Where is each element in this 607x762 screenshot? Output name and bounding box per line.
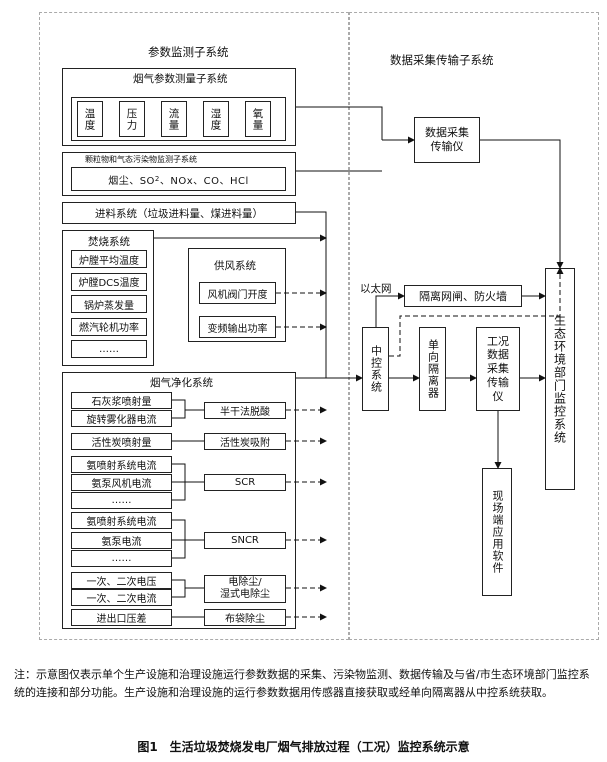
incinerator-item: 炉膛DCS温度 bbox=[71, 272, 147, 291]
param-subsystem-title: 参数监测子系统 bbox=[148, 45, 229, 59]
air-supply-item-2: 变频输出功率 bbox=[199, 316, 276, 338]
wc-dau-line-5: 仪 bbox=[492, 389, 504, 403]
purification-param-item: 氨泵风机电流 bbox=[71, 474, 172, 491]
wc-dau-line-2: 数据 bbox=[487, 348, 509, 362]
purification-param-item: 氨喷射系统电流 bbox=[71, 456, 172, 473]
dau-line-1: 数据采集 bbox=[425, 126, 469, 140]
eco-environment-monitoring-system: 生态环境部门监控系统 bbox=[545, 268, 575, 490]
particulate-items-sub: 2 bbox=[154, 175, 160, 183]
note-text: 注：示意图仅表示单个生产设施和治理设施运行参数数据的采集、污染物监测、数据传输及… bbox=[14, 668, 590, 699]
purification-param-item: 活性炭喷射量 bbox=[71, 433, 172, 450]
purification-param-item: 氨喷射系统电流 bbox=[71, 512, 172, 529]
purification-param-item: 旋转雾化器电流 bbox=[71, 410, 172, 427]
purification-param-item: 一次、二次电流 bbox=[71, 589, 172, 606]
purification-param-item: …… bbox=[71, 550, 172, 567]
purification-param-item: 氨泵电流 bbox=[71, 532, 172, 549]
flue-param-title: 烟气参数测量子系统 bbox=[133, 73, 228, 85]
ethernet-label: 以太网 bbox=[360, 283, 392, 295]
dau-to-eco-link bbox=[480, 139, 564, 269]
wc-dau-line-3: 采集 bbox=[487, 362, 509, 376]
particulate-items-suffix: 、NOx、CO、HCl bbox=[159, 175, 249, 187]
process-line: 电除尘/ bbox=[228, 576, 262, 588]
process-line: 湿式电除尘 bbox=[220, 589, 270, 600]
feed-link bbox=[296, 211, 327, 378]
flue-param-item: 温度 bbox=[77, 101, 103, 137]
purification-process-g4: SNCR bbox=[204, 532, 286, 549]
incinerator-item: …… bbox=[71, 340, 147, 358]
central-to-gateway bbox=[375, 292, 405, 327]
flue-param-item: 湿度 bbox=[203, 101, 229, 137]
incinerator-title: 焚烧系统 bbox=[88, 236, 130, 248]
air-supply-item-1: 风机阀门开度 bbox=[199, 282, 276, 304]
purification-param-item: …… bbox=[71, 492, 172, 509]
flue-param-item: 流量 bbox=[161, 101, 187, 137]
unidirectional-isolator: 单向隔离器 bbox=[419, 327, 446, 411]
incinerator-item: 锅炉蒸发量 bbox=[71, 295, 147, 313]
purification-title: 烟气净化系统 bbox=[150, 377, 213, 389]
purification-param-item: 一次、二次电压 bbox=[71, 572, 172, 589]
gateway-firewall: 隔离网闸、防火墙 bbox=[404, 285, 522, 307]
purification-process-g1: 半干法脱酸 bbox=[204, 402, 286, 419]
field-application-software: 现场端应用软件 bbox=[482, 468, 512, 596]
incinerator-item: 燃汽轮机功率 bbox=[71, 317, 147, 336]
wc-dau-line-4: 传输 bbox=[487, 375, 509, 389]
flue-param-link bbox=[296, 106, 383, 140]
purification-process-g3: SCR bbox=[204, 474, 286, 491]
data-acquisition-transmitter: 数据采集 传输仪 bbox=[414, 117, 480, 163]
dau-line-2: 传输仪 bbox=[430, 140, 464, 153]
particulate-items-prefix: 烟尘、SO bbox=[108, 175, 155, 187]
particulate-title: 颗粒物和气态污染物监测子系统 bbox=[85, 155, 197, 164]
data-subsystem-title: 数据采集传输子系统 bbox=[390, 53, 494, 67]
feed-system: 进料系统（垃圾进料量、煤进料量） bbox=[62, 202, 296, 224]
figure-caption: 图1 生活垃圾焚烧发电厂烟气排放过程（工况）监控系统示意 bbox=[137, 740, 470, 754]
purification-param-item: 石灰浆喷射量 bbox=[71, 392, 172, 409]
flue-param-item: 压力 bbox=[119, 101, 145, 137]
purification-param-item: 进出口压差 bbox=[71, 609, 172, 626]
working-condition-dau: 工况 数据 采集 传输 仪 bbox=[476, 327, 520, 411]
purification-process-g5: 电除尘/湿式电除尘 bbox=[204, 575, 286, 603]
flue-param-item: 氧量 bbox=[245, 101, 271, 137]
incinerator-item: 炉膛平均温度 bbox=[71, 250, 147, 268]
central-to-eco-dash bbox=[389, 267, 564, 357]
param-subsystem-region bbox=[39, 12, 349, 640]
purification-process-g2: 活性炭吸附 bbox=[204, 433, 286, 450]
central-control-system: 中控系统 bbox=[362, 327, 389, 411]
wc-dau-line-1: 工况 bbox=[487, 334, 509, 348]
purification-process-g6: 布袋除尘 bbox=[204, 609, 286, 626]
air-supply-title: 供风系统 bbox=[214, 260, 256, 272]
data-subsystem-region bbox=[349, 12, 599, 640]
connector-lines bbox=[154, 106, 564, 621]
